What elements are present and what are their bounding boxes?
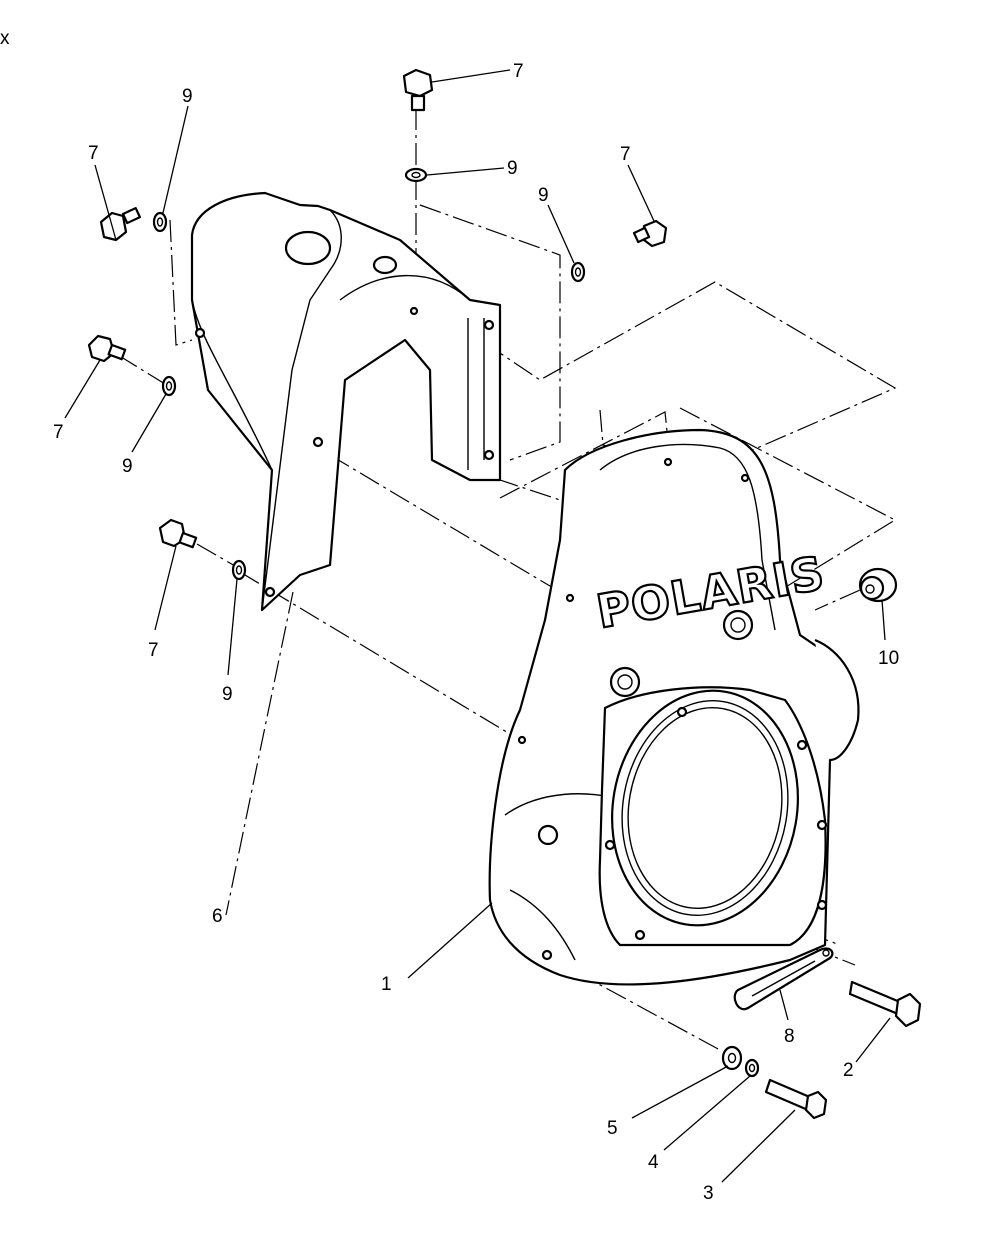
callout-9: 9 bbox=[122, 456, 133, 477]
flat-washer bbox=[721, 1045, 743, 1071]
callout-4: 4 bbox=[648, 1152, 659, 1173]
callout-7: 7 bbox=[513, 61, 524, 82]
washer-top bbox=[404, 167, 428, 183]
callout-9: 9 bbox=[222, 684, 233, 705]
bolt-long bbox=[848, 980, 922, 1028]
washer-left-upper bbox=[152, 211, 168, 233]
callout-1: 1 bbox=[381, 974, 392, 995]
upper-shroud bbox=[190, 191, 502, 612]
corner-mark: x bbox=[0, 28, 10, 49]
callout-9: 9 bbox=[182, 86, 193, 107]
callout-7: 7 bbox=[53, 422, 64, 443]
washer-left-lower bbox=[231, 559, 247, 581]
callout-3: 3 bbox=[703, 1183, 714, 1204]
bolt-right-upper bbox=[632, 219, 668, 248]
slotted-bracket bbox=[733, 947, 834, 1011]
callout-2: 2 bbox=[843, 1060, 854, 1081]
bolt-left-middle bbox=[87, 334, 127, 363]
grommet bbox=[858, 567, 898, 603]
callout-9: 9 bbox=[507, 158, 518, 179]
bolt-top bbox=[402, 68, 434, 112]
callout-10: 10 bbox=[878, 648, 899, 669]
callout-labels: 7 9 9 7 7 9 7 9 7 9 10 6 1 8 2 5 4 3 bbox=[53, 61, 899, 1204]
callout-8: 8 bbox=[784, 1026, 795, 1047]
callout-7: 7 bbox=[148, 640, 159, 661]
callout-5: 5 bbox=[607, 1118, 618, 1139]
callout-7: 7 bbox=[88, 143, 99, 164]
bolt-left-lower bbox=[158, 518, 198, 549]
washer-right-upper bbox=[570, 261, 586, 283]
bolt-hex bbox=[764, 1078, 828, 1120]
fan-housing: POLARIS bbox=[488, 428, 860, 986]
callout-6: 6 bbox=[212, 906, 223, 927]
washer-left-middle bbox=[161, 375, 177, 397]
leader-lines bbox=[64, 69, 891, 1183]
callout-9: 9 bbox=[538, 185, 549, 206]
bolt-left-upper bbox=[99, 206, 142, 242]
callout-7: 7 bbox=[620, 144, 631, 165]
lock-washer bbox=[744, 1058, 760, 1078]
